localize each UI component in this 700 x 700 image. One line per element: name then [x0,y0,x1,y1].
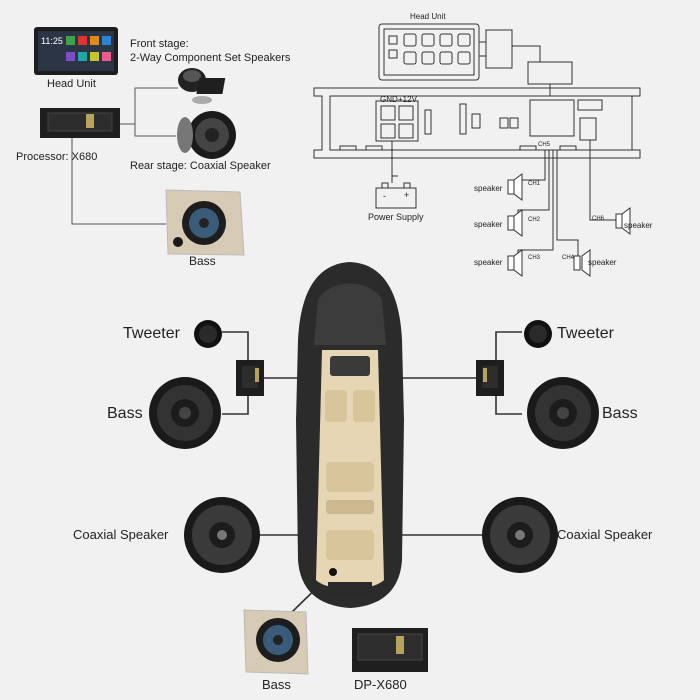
ch4-label: CH4 [562,255,575,261]
ch6-label: CH6 [592,216,605,222]
bass-label-top: Bass [189,254,216,268]
right-tweeter-label: Tweeter [557,325,614,342]
screen-time: 11:25 [41,36,63,46]
power-supply-battery [375,176,417,209]
left-bass-label: Bass [107,405,143,422]
head-unit-device [34,27,118,75]
bass-enclosure-image [165,189,245,256]
left-tweeter-image [194,320,222,348]
left-coaxial-image [184,497,260,573]
ch2-label: CH2 [528,217,541,223]
power-supply-label: Power Supply [368,212,424,222]
front-stage-desc: 2-Way Component Set Speakers [130,52,291,64]
plus-sign: + [404,190,410,200]
wiring-head-unit [378,23,573,96]
speaker-label-3: speaker [474,258,503,267]
processor-label: Processor: X680 [16,151,98,163]
right-crossover [476,360,504,396]
bottom-processor-label: DP-X680 [354,677,407,692]
bottom-bass-label: Bass [262,677,291,692]
right-tweeter-image [524,320,552,348]
right-coaxial-image [482,497,558,573]
front-stage-label: Front stage: [130,38,189,50]
right-bass-label: Bass [602,405,638,422]
processor-device [40,108,120,138]
speaker-label-4: speaker [588,258,617,267]
rear-stage-label: Rear stage: Coaxial Speaker [130,160,271,172]
minus-sign: - [383,191,386,201]
front-component-set-image [178,68,226,104]
wiring-speakers [507,173,631,277]
gnd-label: GND [380,95,398,104]
ch5-label: CH5 [538,142,551,148]
bottom-bass-enclosure-image [243,609,309,675]
wiring-amplifier [313,87,641,262]
wiring-head-unit-label: Head Unit [410,12,446,21]
left-coaxial-label: Coaxial Speaker [73,527,169,542]
right-bass-image [527,377,599,449]
bottom-processor-image [352,628,428,672]
ch1-label: CH1 [528,181,541,187]
speaker-label-2: speaker [474,220,503,229]
speaker-label-5: speaker [624,221,653,230]
speaker-label-1: speaker [474,184,503,193]
head-unit-label: Head Unit [47,78,96,90]
right-coaxial-label: Coaxial Speaker [557,527,653,542]
ch3-label: CH3 [528,255,541,261]
left-tweeter-label: Tweeter [123,325,180,342]
plus12-label: +12V [398,95,417,104]
rear-coaxial-image [177,111,236,159]
car-top-view [296,262,404,608]
left-crossover [236,360,264,396]
car-wiring-lines [222,331,522,613]
left-bass-image [149,377,221,449]
